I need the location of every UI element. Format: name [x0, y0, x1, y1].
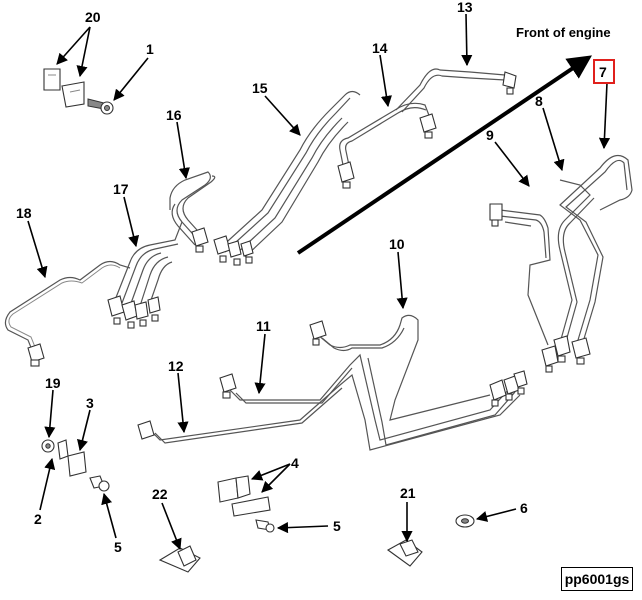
callout-5-left: 5: [114, 539, 122, 555]
callout-19: 19: [45, 375, 61, 391]
bolt-part-1: [87, 98, 114, 115]
callout-7: 7: [599, 64, 607, 80]
callout-16: 16: [166, 107, 182, 123]
callout-5-middle: 5: [333, 518, 341, 534]
reference-code-box: pp6001gs: [561, 567, 633, 591]
fuel-line-10: [309, 314, 491, 421]
callout-14: 14: [372, 40, 388, 56]
fuel-line-13: [395, 68, 517, 113]
clamp-part-21: [386, 539, 423, 567]
callout-4: 4: [291, 455, 299, 471]
fuel-line-11: [219, 353, 516, 446]
leader-lines: [27, 13, 611, 551]
bracket-part-4: [217, 475, 271, 517]
front-of-engine-label: Front of engine: [516, 25, 611, 40]
fuel-line-8: [553, 179, 595, 363]
callout-12: 12: [168, 358, 184, 374]
callout-numbers: 20 1 16 17 18 15 14 13 7 8 9 10 11 12 19…: [16, 0, 615, 555]
bolt-part-5-left: [89, 475, 110, 492]
fuel-line-18: [4, 260, 131, 367]
clamp-part-22: [158, 545, 201, 573]
fuel-line-7[interactable]: [559, 154, 633, 365]
bolt-part-5-middle: [255, 519, 275, 533]
fuel-line-15: [213, 90, 361, 266]
callout-17: 17: [113, 181, 129, 197]
front-of-engine-arrow: [296, 55, 592, 255]
callout-11: 11: [256, 318, 271, 334]
callout-21: 21: [400, 485, 416, 501]
callout-18: 18: [16, 205, 32, 221]
highlight-box-7: [593, 59, 615, 84]
reference-code: pp6001gs: [564, 571, 630, 587]
callout-8: 8: [535, 93, 543, 109]
grommet-part-6: [455, 514, 475, 528]
clip-part-20: [43, 68, 85, 108]
callout-3: 3: [86, 395, 94, 411]
fuel-line-9: [489, 203, 559, 373]
callout-20: 20: [85, 9, 101, 25]
callout-10: 10: [389, 236, 405, 252]
callout-22: 22: [152, 486, 168, 502]
callout-2: 2: [34, 511, 42, 527]
fuel-line-12: [137, 370, 528, 451]
callout-6: 6: [520, 500, 528, 516]
callout-15: 15: [252, 80, 268, 96]
callout-13: 13: [457, 0, 473, 15]
fuel-line-17: [107, 221, 183, 329]
fuel-line-14: [337, 102, 437, 189]
callout-1: 1: [146, 41, 154, 57]
nut-part-19: [41, 439, 55, 453]
callout-9: 9: [486, 127, 494, 143]
clip-part-3: [57, 439, 87, 477]
fuel-line-16: [169, 171, 216, 253]
